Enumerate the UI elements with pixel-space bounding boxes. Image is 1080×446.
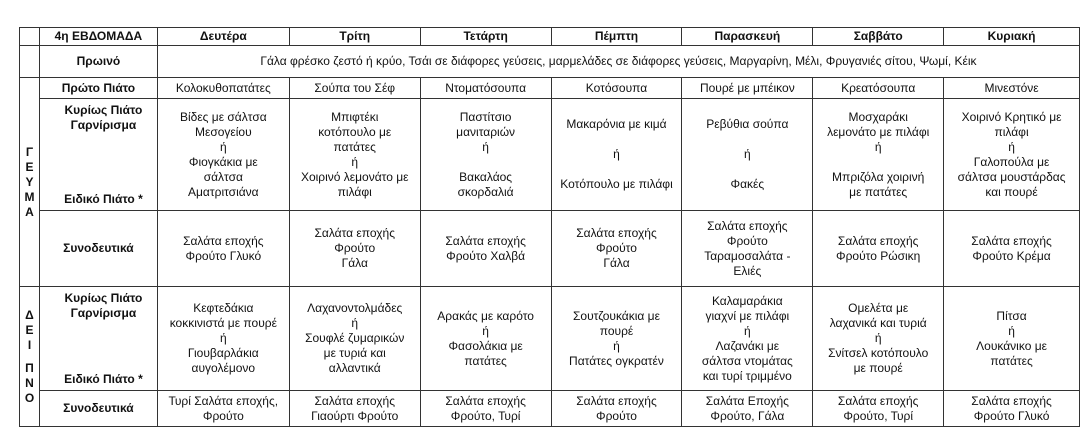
dinner-sides: Τυρί Σαλάτα εποχής,Φρούτο	[156, 390, 290, 427]
corner-cell	[19, 27, 40, 46]
lunch-sides-label: Συνοδευτικά	[38, 210, 158, 287]
header-row: 4η ΕΒΔΟΜΑΔΑ Δευτέρα Τρίτη Τετάρτη Πέμπτη…	[19, 27, 1080, 46]
day-header: Παρασκευή	[681, 27, 814, 46]
first-course: Κολοκυθοπατάτες	[156, 77, 290, 99]
breakfast-text: Γάλα φρέσκο ζεστό ή κρύο, Τσάι σε διάφορ…	[156, 45, 1080, 78]
day-header: Πέμπτη	[550, 27, 683, 46]
day-header: Δευτέρα	[156, 27, 290, 46]
day-header: Σαββάτο	[812, 27, 945, 46]
week-label: 4η ΕΒΔΟΜΑΔΑ	[38, 27, 158, 46]
day-header: Τρίτη	[288, 27, 421, 46]
breakfast-side-cell	[19, 45, 40, 78]
day-header: Τετάρτη	[419, 27, 552, 46]
first-course: Πουρέ με μπέικον	[681, 77, 814, 99]
weekly-menu-table: 4η ΕΒΔΟΜΑΔΑ Δευτέρα Τρίτη Τετάρτη Πέμπτη…	[19, 27, 1080, 427]
first-course: Μινεστόνε	[943, 77, 1080, 99]
first-course: Ντοματόσουπα	[419, 77, 552, 99]
first-course-label: Πρώτο Πιάτο	[38, 77, 158, 99]
first-course: Κοτόσουπα	[550, 77, 683, 99]
breakfast-row: Πρωινό Γάλα φρέσκο ζεστό ή κρύο, Τσάι σε…	[19, 45, 1080, 78]
first-course: Σούπα του Σέφ	[288, 77, 421, 99]
day-header: Κυριακή	[943, 27, 1080, 46]
dinner-sides-label: Συνοδευτικά	[38, 390, 158, 427]
dinner-sides-row: Συνοδευτικά Τυρί Σαλάτα εποχής,Φρούτο Σα…	[20, 390, 1080, 427]
first-course: Κρεατόσουπα	[812, 77, 945, 99]
breakfast-label: Πρωινό	[38, 45, 158, 78]
